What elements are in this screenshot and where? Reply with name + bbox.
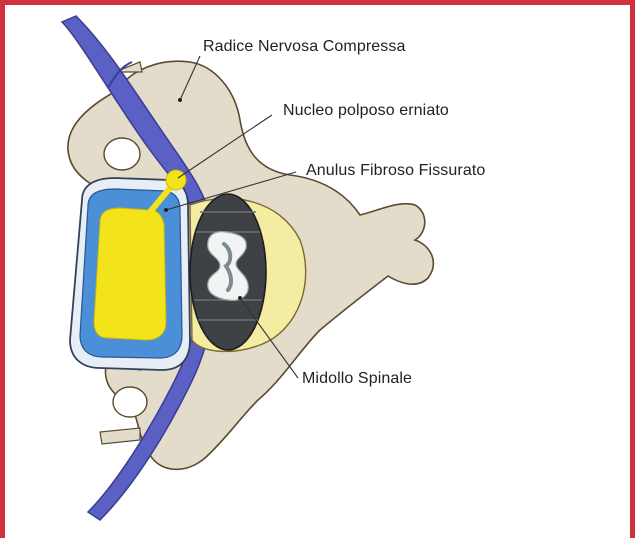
label-herniated-nucleus: Nucleo polposo erniato [283,102,449,120]
label-fissured-annulus: Anulus Fibroso Fissurato [306,162,485,180]
pointer-dot [178,98,182,102]
label-compressed-root: Radice Nervosa Compressa [203,38,405,56]
pointer-dot [164,208,168,212]
label-spinal-cord: Midollo Spinale [302,370,412,388]
pointer-dot [238,296,242,300]
spinal-cord [190,194,266,350]
intervertebral-disc [70,178,190,370]
